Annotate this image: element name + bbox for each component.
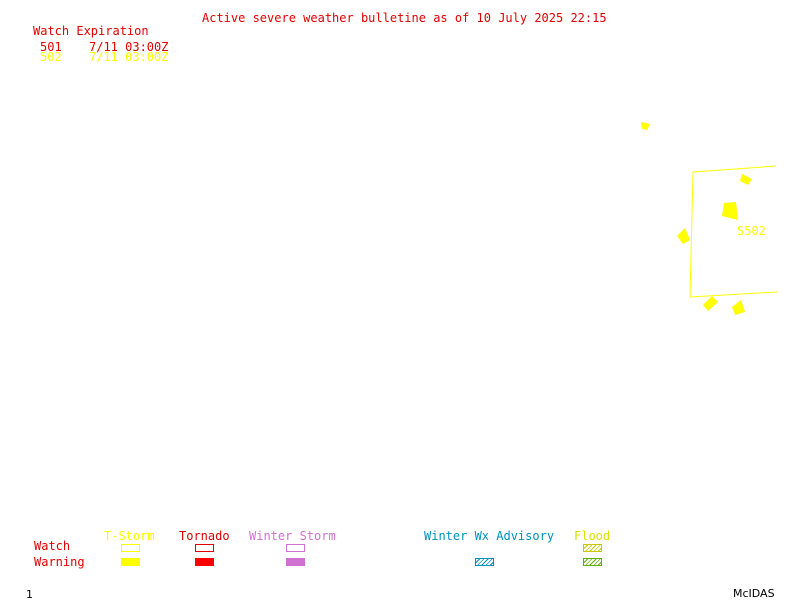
legend-watch-row-label: Watch bbox=[34, 539, 71, 553]
watch-expiration-heading: Watch Expiration bbox=[33, 24, 149, 38]
warning-polygon[interactable] bbox=[677, 228, 690, 244]
tstorm-warning-swatch bbox=[121, 558, 140, 566]
legend-warning-row-label: Warning bbox=[34, 555, 85, 569]
watch-box-label: S502 bbox=[737, 224, 766, 238]
flood-warning-swatch bbox=[583, 558, 602, 566]
watch-box-502[interactable] bbox=[689, 165, 778, 298]
warning-polygon[interactable] bbox=[641, 122, 650, 130]
legend-winter-storm-label: Winter Storm bbox=[249, 529, 336, 543]
watch-id-502: 502 bbox=[40, 50, 62, 64]
winter-wx-advisory-swatch bbox=[475, 558, 494, 566]
tornado-warning-swatch bbox=[195, 558, 214, 566]
mcidas-brand: McIDAS bbox=[733, 587, 775, 600]
winter-storm-watch-swatch bbox=[286, 544, 305, 552]
winter-storm-warning-swatch bbox=[286, 558, 305, 566]
frame-number: 1 bbox=[26, 588, 33, 600]
page-title: Active severe weather bulletine as of 10… bbox=[202, 11, 607, 25]
flood-watch-swatch bbox=[583, 544, 602, 552]
warning-polygon[interactable] bbox=[740, 174, 752, 185]
legend-tstorm-label: T-Storm bbox=[104, 529, 155, 543]
legend-tornado-label: Tornado bbox=[179, 529, 230, 543]
legend-flood-label: Flood bbox=[574, 529, 611, 543]
tornado-watch-swatch bbox=[195, 544, 214, 552]
watch-id-501: 501 bbox=[40, 40, 62, 54]
legend-winter-wx-advisory-label: Winter Wx Advisory bbox=[424, 529, 555, 543]
tstorm-watch-swatch bbox=[121, 544, 140, 552]
warning-polygon[interactable] bbox=[703, 296, 718, 311]
warning-polygon[interactable] bbox=[732, 300, 745, 315]
watch-time-502: 7/11 03:00Z bbox=[89, 50, 169, 64]
warning-polygon[interactable] bbox=[722, 202, 738, 220]
watch-time-501: 7/11 03:00Z bbox=[89, 40, 169, 54]
